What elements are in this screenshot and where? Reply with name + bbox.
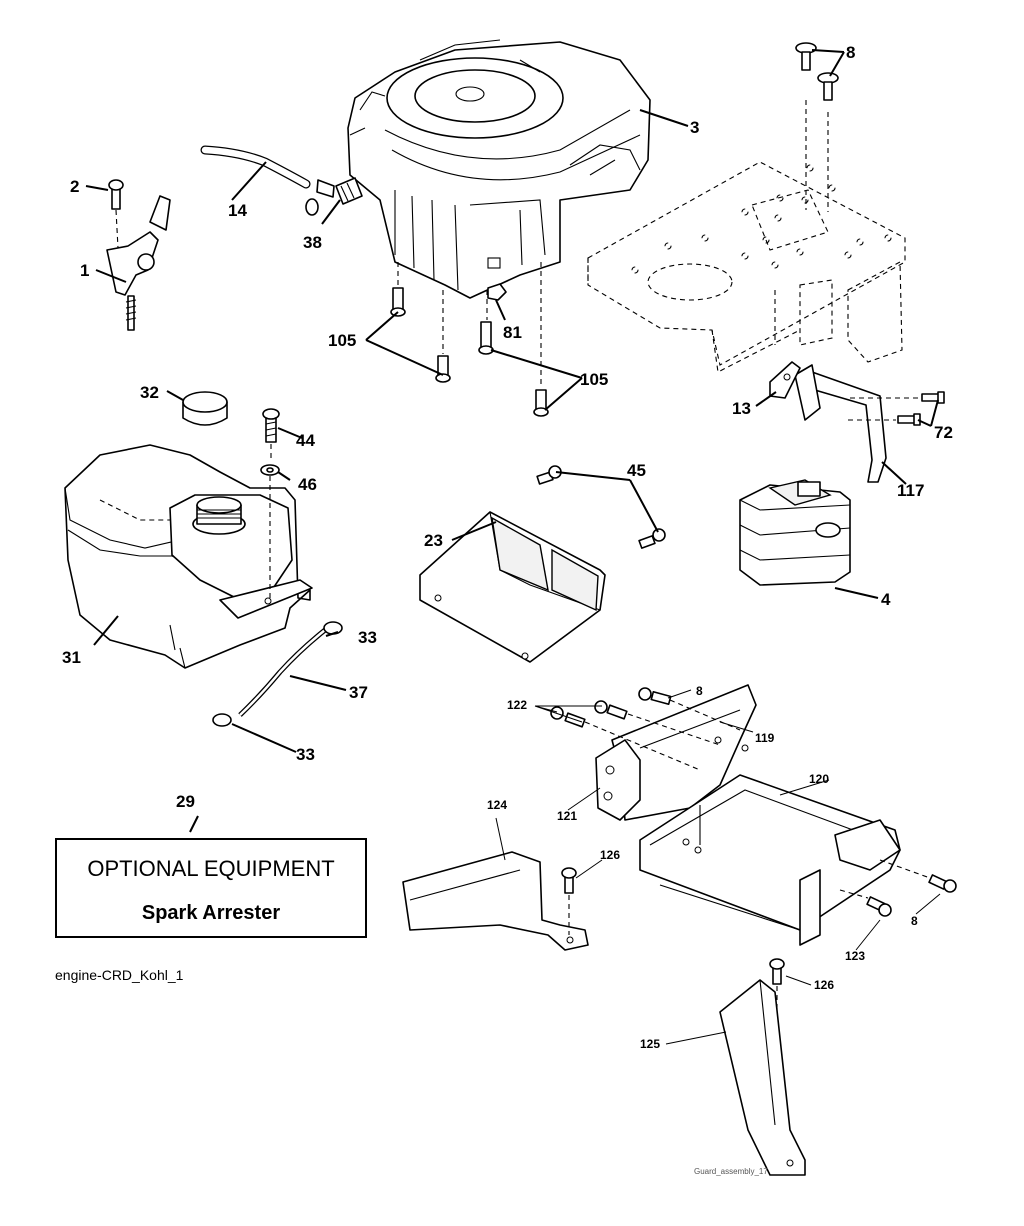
- callout-31: 31: [62, 648, 81, 667]
- callout-124: 124: [487, 798, 507, 812]
- callout-labels: 1 2 3 4 8 8 8 13 14 23 29 31 32 33 33 37…: [62, 43, 953, 1051]
- muffler-part: [739, 479, 851, 586]
- callout-32: 32: [140, 383, 159, 402]
- optional-equipment-title: OPTIONAL EQUIPMENT: [87, 856, 335, 881]
- heat-shield-part: [419, 465, 666, 663]
- callout-8-guard: 8: [696, 684, 703, 698]
- callout-4: 4: [881, 590, 891, 609]
- chassis-plate: [587, 100, 906, 373]
- callout-33-lower: 33: [296, 745, 315, 764]
- leader-lines: [85, 49, 941, 1045]
- guard-125-part: [719, 958, 806, 1176]
- guard-124-part: [402, 851, 589, 951]
- callout-46: 46: [298, 475, 317, 494]
- callout-13: 13: [732, 399, 751, 418]
- engine-part: [347, 39, 651, 299]
- engine-diagram-ref: engine-CRD_Kohl_1: [55, 967, 184, 983]
- callout-121: 121: [557, 809, 577, 823]
- callout-8-right: 8: [911, 914, 918, 928]
- callout-45: 45: [627, 461, 646, 480]
- fuel-tank-part: [64, 444, 313, 669]
- callout-105-right: 105: [580, 370, 608, 389]
- pipe-bolts-part: [848, 391, 945, 426]
- callout-81: 81: [503, 323, 522, 342]
- guard-diagram-ref: Guard_assembly_17: [694, 1167, 768, 1176]
- callout-122: 122: [507, 698, 527, 712]
- optional-equipment-box: OPTIONAL EQUIPMENT Spark Arrester: [55, 838, 367, 938]
- callout-37: 37: [349, 683, 368, 702]
- chassis-bolts-part: [795, 42, 839, 101]
- callout-2: 2: [70, 177, 79, 196]
- callout-72: 72: [934, 423, 953, 442]
- callout-1: 1: [80, 261, 89, 280]
- callout-125: 125: [640, 1037, 660, 1051]
- fuel-hose-part: [212, 621, 343, 727]
- callout-126-lower: 126: [814, 978, 834, 992]
- callout-123: 123: [845, 949, 865, 963]
- callout-14: 14: [228, 201, 247, 220]
- callout-33-upper: 33: [358, 628, 377, 647]
- callout-126-upper: 126: [600, 848, 620, 862]
- engine-bolts-part: [390, 262, 549, 417]
- callout-8-top: 8: [846, 43, 855, 62]
- callout-105-left: 105: [328, 331, 356, 350]
- callout-119: 119: [755, 731, 775, 745]
- callout-44: 44: [296, 431, 315, 450]
- callout-29: 29: [176, 792, 195, 811]
- callout-38: 38: [303, 233, 322, 252]
- throttle-control-part: [106, 179, 171, 331]
- callout-23: 23: [424, 531, 443, 550]
- tank-bolt-part: [260, 408, 280, 600]
- callout-3: 3: [690, 118, 699, 137]
- exhaust-pipe-part: [769, 361, 887, 483]
- callout-120: 120: [809, 772, 829, 786]
- fuel-cap-part: [182, 391, 228, 426]
- callout-117: 117: [897, 481, 924, 500]
- spark-arrester-label: Spark Arrester: [141, 902, 281, 924]
- guard-assembly-part: [550, 684, 957, 946]
